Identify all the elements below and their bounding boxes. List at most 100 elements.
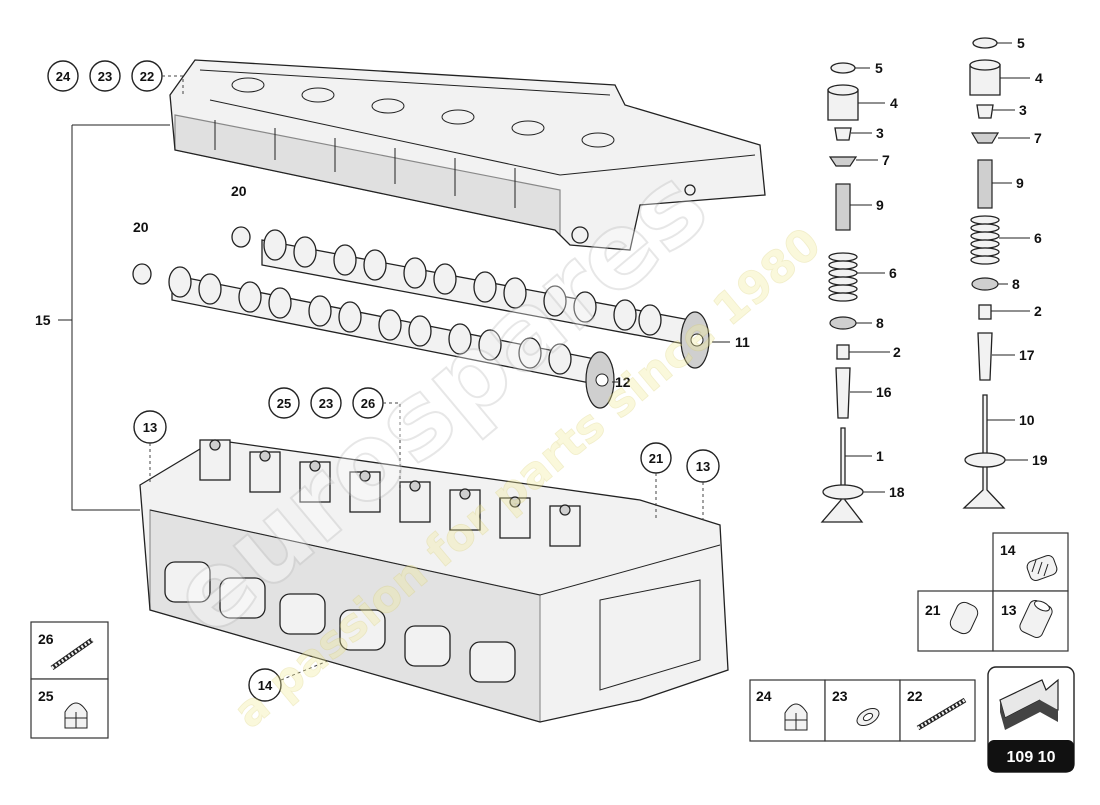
- part-2-right: [978, 304, 992, 320]
- label-2-left: 2: [893, 344, 901, 360]
- label-12: 12: [615, 374, 631, 390]
- cam-cover: [169, 59, 766, 251]
- bearing-shell-20-upper: [231, 226, 251, 248]
- threaded-stud-icon: [50, 637, 94, 671]
- label-18-left: 18: [889, 484, 905, 500]
- svg-text:24: 24: [56, 69, 71, 84]
- label-19-right: 19: [1032, 452, 1048, 468]
- part-19-right: [964, 452, 1006, 468]
- cap-nut-icon: [64, 702, 88, 729]
- callout-13-right: 13: [686, 449, 720, 483]
- svg-text:26: 26: [38, 631, 54, 647]
- part-6-left-spring: [828, 252, 858, 302]
- label-8-left: 8: [876, 315, 884, 331]
- svg-text:23: 23: [319, 396, 333, 411]
- svg-text:25: 25: [277, 396, 291, 411]
- svg-text:13: 13: [143, 420, 157, 435]
- label-6-left: 6: [889, 265, 897, 281]
- legend-box-14: 14: [992, 532, 1069, 592]
- svg-text:21: 21: [649, 451, 663, 466]
- label-10-right: 10: [1019, 412, 1035, 428]
- label-4-right: 4: [1035, 70, 1043, 86]
- cap-nut-icon-24: [784, 703, 808, 731]
- legend-box-25: 25: [30, 678, 109, 739]
- svg-text:23: 23: [98, 69, 112, 84]
- part-8-left: [829, 316, 857, 330]
- part-6-right-spring: [970, 215, 1000, 265]
- part-18-left: [822, 484, 864, 500]
- sleeve-icon: [1019, 599, 1053, 639]
- stud-bolt-icon: [916, 697, 967, 731]
- part-5-right: [972, 37, 998, 49]
- label-11: 11: [735, 334, 750, 350]
- label-9-right: 9: [1016, 175, 1024, 191]
- svg-text:23: 23: [832, 688, 848, 704]
- part-7-left: [828, 156, 858, 167]
- washer-icon: [856, 707, 880, 727]
- camshaft-upper: [261, 229, 710, 369]
- label-9-left: 9: [876, 197, 884, 213]
- cylinder-head: [139, 439, 729, 723]
- callout-21: 21: [640, 442, 672, 474]
- part-3-left: [834, 127, 852, 141]
- callout-25-mid: 25: [268, 387, 300, 419]
- part-8-right: [971, 277, 999, 291]
- label-20-lower: 20: [133, 219, 149, 235]
- arrow-icon: [999, 678, 1059, 730]
- stud-icon: [1026, 555, 1058, 581]
- part-16-left: [835, 367, 851, 419]
- label-4-left: 4: [890, 95, 898, 111]
- label-5-left: 5: [875, 60, 883, 76]
- legend-box-13: 13: [992, 590, 1069, 652]
- callout-14: 14: [248, 668, 282, 702]
- label-7-left: 7: [882, 152, 890, 168]
- legend-box-26: 26: [30, 621, 109, 680]
- label-5-right: 5: [1017, 35, 1025, 51]
- part-9-left: [835, 183, 851, 231]
- label-17-right: 17: [1019, 347, 1035, 363]
- svg-text:14: 14: [258, 678, 273, 693]
- bearing-shell-20-lower: [132, 263, 152, 285]
- label-15: 15: [35, 312, 51, 328]
- part-2-left: [836, 344, 850, 360]
- callout-22-top: 22: [131, 60, 163, 92]
- label-2-right: 2: [1034, 303, 1042, 319]
- label-20-upper: 20: [231, 183, 247, 199]
- legend-box-21: 21: [917, 590, 994, 652]
- camshaft-lower: [168, 266, 615, 409]
- valve-train-right: [962, 37, 1006, 509]
- svg-text:13: 13: [1001, 602, 1017, 618]
- legend-box-22: 22: [899, 679, 976, 742]
- label-1-left: 1: [876, 448, 884, 464]
- part-5-left: [830, 62, 856, 74]
- svg-text:22: 22: [140, 69, 154, 84]
- svg-text:24: 24: [756, 688, 772, 704]
- legend-box-23: 23: [824, 679, 901, 742]
- legend-box-24: 24: [749, 679, 826, 742]
- svg-text:21: 21: [925, 602, 941, 618]
- part-7-right: [970, 132, 1000, 144]
- part-1-left: [820, 427, 864, 523]
- part-9-right: [977, 159, 993, 209]
- part-10-right: [962, 394, 1006, 509]
- label-7-right: 7: [1034, 130, 1042, 146]
- label-16-left: 16: [876, 384, 892, 400]
- label-3-left: 3: [876, 125, 884, 141]
- callout-23-top: 23: [89, 60, 121, 92]
- label-8-right: 8: [1012, 276, 1020, 292]
- valve-train-left: [820, 62, 864, 523]
- page-number: 109 10: [1007, 749, 1056, 766]
- valve-right-leaders: [987, 42, 1030, 461]
- svg-text:14: 14: [1000, 542, 1016, 558]
- callout-23-mid: 23: [310, 387, 342, 419]
- bracket-15: [58, 124, 170, 511]
- page-reference-box: 109 10: [987, 666, 1075, 773]
- callout-13-left: 13: [133, 410, 167, 444]
- valve-left-leaders: [845, 67, 890, 493]
- svg-text:26: 26: [361, 396, 375, 411]
- part-17-right: [977, 332, 993, 381]
- label-6-right: 6: [1034, 230, 1042, 246]
- svg-text:22: 22: [907, 688, 923, 704]
